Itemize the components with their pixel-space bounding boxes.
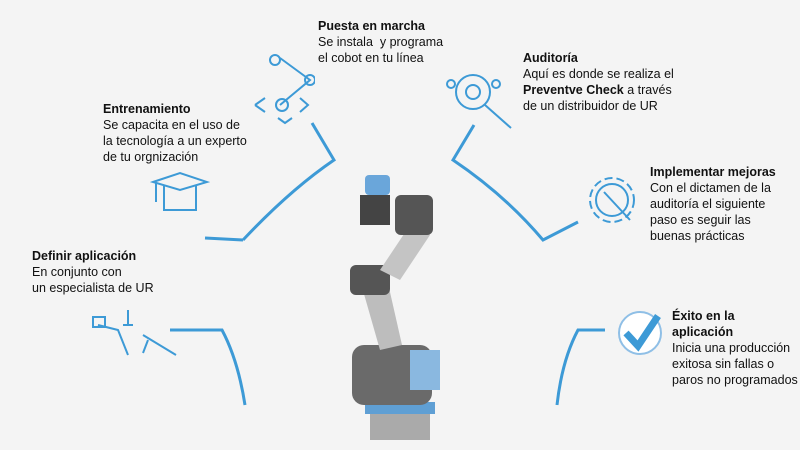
preventive-check-label: Preventve Check: [523, 83, 624, 97]
step-title: Entrenamiento: [103, 102, 191, 116]
step-entrenamiento: Entrenamiento Se capacita en el uso de l…: [103, 101, 247, 165]
step-text: el cobot en tu línea: [318, 51, 424, 65]
step-title: Implementar mejoras: [650, 165, 776, 179]
step-title: Definir aplicación: [32, 249, 137, 263]
cobot-image: [350, 175, 440, 440]
step-text: paso es seguir las: [650, 213, 751, 227]
arc-segment-1: [170, 328, 247, 406]
check-circle-icon: [618, 311, 662, 355]
step-title: aplicación: [672, 325, 734, 339]
step-auditoria: Auditoría Aquí es donde se realiza el Pr…: [523, 50, 674, 114]
step-title: Puesta en marcha: [318, 19, 425, 33]
step-text: En conjunto con: [32, 265, 122, 279]
step-text: Se capacita en el uso de: [103, 118, 240, 132]
robot-arms-icon: [92, 310, 177, 356]
arc-segment-5: [204, 236, 244, 242]
step-text: Preventve Check a través: [523, 82, 674, 98]
step-implementar-mejoras: Implementar mejoras Con el dictamen de l…: [650, 164, 776, 244]
step-exito: Éxito en la aplicación Inicia una produc…: [672, 308, 798, 388]
arc-segment-4: [555, 328, 605, 406]
step-text: auditoría el siguiente: [650, 197, 766, 211]
step-text: Aquí es donde se realiza el: [523, 67, 674, 81]
step-text: de tu orgnización: [103, 150, 199, 164]
step-title: Éxito en la: [672, 309, 735, 323]
step-text: de un distribuidor de UR: [523, 99, 658, 113]
step-text: a través: [623, 83, 672, 97]
gear-wrench-icon: [589, 177, 635, 223]
magnifier-gear-icon: [446, 74, 512, 129]
step-text: Con el dictamen de la: [650, 181, 771, 195]
step-text: buenas prácticas: [650, 229, 745, 243]
graduation-cap-icon: [150, 171, 210, 211]
step-text: un especialista de UR: [32, 281, 154, 295]
step-puesta-en-marcha: Puesta en marcha Se instala y programa e…: [318, 18, 443, 66]
step-definir-aplicacion: Definir aplicación En conjunto con un es…: [32, 248, 154, 296]
robot-arm-icon: [254, 54, 315, 125]
step-text: Inicia una producción: [672, 341, 791, 355]
arc-segment-3: [450, 124, 579, 242]
step-text: paros no programados: [672, 373, 798, 387]
step-title: Auditoría: [523, 51, 578, 65]
arc-segment-2: [241, 122, 337, 242]
step-text: la tecnología a un experto: [103, 134, 247, 148]
step-text: exitosa sin fallas o: [672, 357, 775, 371]
step-text: Se instala y programa: [318, 35, 444, 49]
